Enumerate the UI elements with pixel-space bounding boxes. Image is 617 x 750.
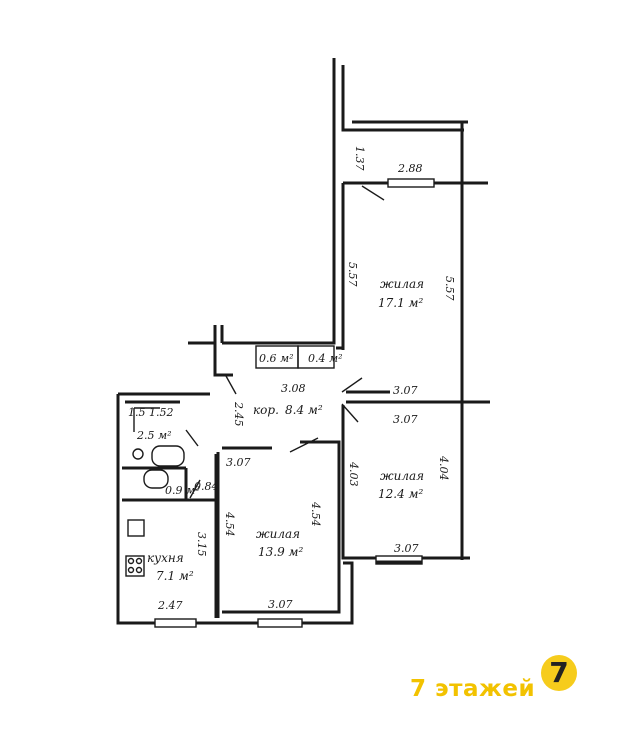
boiler-icon [127,519,145,537]
sink-icon [132,448,144,460]
dim-corridor-height: 2.45 [232,401,245,427]
bathtub-icon [151,445,185,467]
dim-balcony-side: 1.37 [353,146,366,171]
outer-walls [116,58,490,625]
living3-area: 13.9 м² [258,545,303,559]
dimension-labels: 1.37 2.88 5.57 5.57 3.08 2.45 3.07 3.07 … [128,146,456,612]
doors [185,185,385,499]
dim-living1-bottom: 3.07 [393,384,418,397]
living1-name: жилая [380,277,424,291]
stove-icon [125,555,145,577]
living3-name: жилая [256,527,300,541]
dim-toilet-width: 0.84 [194,480,219,493]
dim-living3-right: 4.54 [309,501,322,527]
dim-living3-bottom: 3.07 [268,598,293,611]
dim-kitchen-height: 3.15 [195,532,208,557]
bath-area: 2.5 м² [136,429,172,442]
logo-badge-icon: 7 [541,655,577,691]
living2-name: жилая [380,469,424,483]
dim-living3-top: 3.07 [226,456,251,469]
living1-area: 17.1 м² [378,296,423,310]
closet1-area: 0.6 м² [259,352,294,365]
dim-balcony-width: 2.88 [397,162,423,175]
logo-text: 7 этажей [410,676,536,702]
room-labels: жилая 17.1 м² жилая 12.4 м² жилая 13.9 м… [136,277,424,583]
toilet-area: 0.9 м² [165,484,200,497]
corridor-name: кор. [253,403,279,417]
dim-bath: 1.5 1.52 [128,406,173,419]
dim-living2-right: 4.04 [437,455,450,481]
dim-living2-left: 4.03 [347,461,360,487]
toilet-icon [143,469,169,489]
dim-corridor-width: 3.08 [281,382,306,395]
dim-living2-bottom: 3.07 [394,542,419,555]
dim-living2-top: 3.07 [393,413,418,426]
fixtures [125,407,185,577]
closet2-area: 0.4 м² [308,352,343,365]
dim-living3-left: 4.54 [223,511,236,537]
kitchen-area: 7.1 м² [156,569,194,583]
dim-kitchen-bottom: 2.47 [157,599,183,612]
windows [154,178,435,628]
dim-living1-left: 5.57 [346,262,359,287]
corridor-area: 8.4 м² [285,403,323,417]
closets [255,345,335,369]
dim-living1-right: 5.57 [443,276,456,301]
kitchen-name: кухня [147,551,184,565]
living2-area: 12.4 м² [378,487,423,501]
